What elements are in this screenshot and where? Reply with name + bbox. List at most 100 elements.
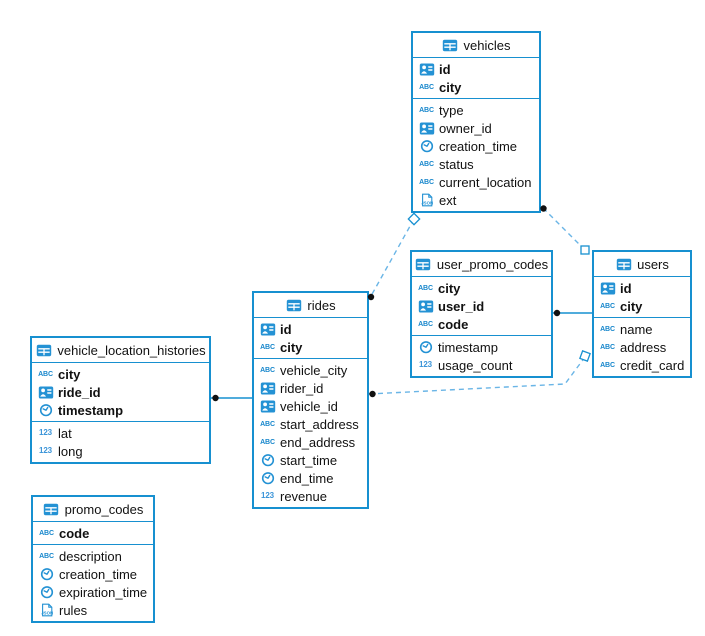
column-owner_id[interactable]: owner_id: [413, 119, 539, 137]
column-user_id[interactable]: user_id: [412, 297, 551, 315]
column-rider_id[interactable]: rider_id: [254, 379, 367, 397]
column-type-icon-wrap: [38, 585, 55, 599]
table-name: promo_codes: [64, 501, 144, 517]
id-badge-icon: [38, 386, 53, 398]
column-long[interactable]: 123 long: [32, 442, 209, 460]
table-header[interactable]: user_promo_codes: [412, 252, 551, 277]
table-icon-wrap: [35, 344, 52, 357]
string-abc-icon: ABC: [600, 343, 615, 351]
column-label: long: [58, 443, 83, 459]
column-timestamp[interactable]: timestamp: [412, 338, 551, 356]
relationship-diamond-marker: [579, 350, 591, 362]
column-start_address[interactable]: ABC start_address: [254, 415, 367, 433]
table-header[interactable]: users: [594, 252, 690, 277]
relationship-line-vehicles-rides[interactable]: [370, 218, 415, 297]
column-type-icon-wrap: ABC: [37, 371, 54, 378]
string-abc-icon: ABC: [419, 106, 434, 114]
column-type-icon-wrap: [259, 382, 276, 395]
datetime-clock-icon: [419, 341, 432, 354]
column-label: start_address: [280, 416, 359, 432]
relationship-line-vehicles-users[interactable]: [542, 207, 586, 251]
column-type-icon-wrap: ABC: [599, 326, 616, 333]
column-start_time[interactable]: start_time: [254, 451, 367, 469]
column-label: city: [280, 339, 303, 355]
column-type-icon-wrap: [417, 300, 434, 313]
table-name: user_promo_codes: [436, 256, 549, 272]
id-badge-icon: [260, 400, 275, 412]
datetime-clock-icon: [420, 140, 433, 153]
column-label: end_time: [280, 470, 334, 486]
table-icon: [286, 299, 302, 311]
table-icon-wrap: [415, 258, 432, 271]
relationship-dot-marker: [553, 309, 561, 317]
string-abc-icon: ABC: [600, 325, 615, 333]
string-abc-icon: ABC: [260, 366, 275, 374]
column-creation_time[interactable]: creation_time: [33, 565, 153, 583]
column-ride_id[interactable]: ride_id: [32, 383, 209, 401]
column-id[interactable]: id: [254, 320, 367, 338]
column-id[interactable]: id: [413, 60, 539, 78]
key-separator: [412, 335, 551, 336]
number-123-icon: 123: [38, 446, 53, 455]
string-abc-icon: ABC: [418, 320, 433, 328]
table-header[interactable]: promo_codes: [33, 497, 153, 522]
column-id[interactable]: id: [594, 279, 690, 297]
string-abc-icon: ABC: [419, 83, 434, 91]
column-label: status: [439, 156, 474, 172]
table-header[interactable]: rides: [254, 293, 367, 318]
column-label: ext: [439, 192, 457, 208]
column-label: start_time: [280, 452, 338, 468]
relationship-diamond-marker: [407, 212, 421, 226]
table-icon-wrap: [285, 299, 302, 312]
string-abc-icon: ABC: [419, 178, 434, 186]
column-type-icon-wrap: ABC: [259, 421, 276, 428]
column-type-icon-wrap: ABC: [418, 107, 435, 114]
column-expiration_time[interactable]: expiration_time: [33, 583, 153, 601]
column-creation_time[interactable]: creation_time: [413, 137, 539, 155]
relationship-dot-marker: [212, 394, 219, 402]
column-vehicle_id[interactable]: vehicle_id: [254, 397, 367, 415]
string-abc-icon: ABC: [39, 529, 54, 537]
table-header[interactable]: vehicle_location_histories: [32, 338, 209, 363]
id-badge-icon: [260, 323, 275, 335]
column-label: city: [620, 298, 643, 314]
column-timestamp[interactable]: timestamp: [32, 401, 209, 419]
table-header[interactable]: vehicles: [413, 33, 539, 58]
column-label: creation_time: [439, 138, 518, 154]
key-separator: [254, 358, 367, 359]
string-abc-icon: ABC: [260, 438, 275, 446]
json-icon: JSON: [41, 603, 53, 617]
column-end_time[interactable]: end_time: [254, 469, 367, 487]
